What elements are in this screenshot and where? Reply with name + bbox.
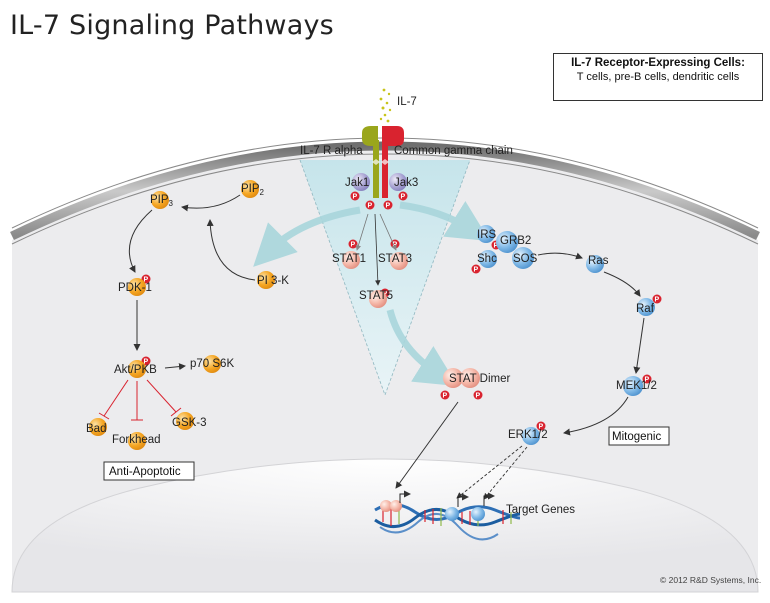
anti-apoptotic-box bbox=[103, 461, 195, 481]
pi3k-node bbox=[257, 271, 275, 289]
pip3-node bbox=[151, 191, 169, 209]
svg-text:P: P bbox=[386, 203, 391, 210]
inhibition-lines bbox=[98, 379, 182, 421]
anti-apoptotic-label: Anti-Apoptotic bbox=[109, 466, 181, 478]
akt-label: Akt/PKB bbox=[114, 364, 157, 376]
stat3-node bbox=[390, 252, 408, 270]
jak3-node bbox=[389, 173, 407, 191]
sos-node bbox=[512, 247, 534, 269]
stat1-node bbox=[342, 251, 360, 269]
svg-text:P: P bbox=[351, 242, 356, 249]
svg-text:P: P bbox=[494, 243, 499, 250]
svg-text:P: P bbox=[476, 393, 481, 400]
svg-text:P: P bbox=[655, 297, 660, 304]
forkhead-node bbox=[128, 432, 146, 450]
svg-text:P: P bbox=[474, 267, 479, 274]
pip2-node bbox=[241, 180, 259, 198]
svg-text:P: P bbox=[645, 377, 650, 384]
page-title: IL-7 Signaling Pathways bbox=[10, 10, 334, 41]
target-genes-label: Target Genes bbox=[506, 504, 575, 516]
jak1-node bbox=[352, 173, 370, 191]
il7-receptor bbox=[362, 126, 404, 198]
cell-types-heading: IL-7 Receptor-Expressing Cells: bbox=[571, 57, 745, 69]
gamma-chain-label: Common gamma chain bbox=[394, 145, 513, 157]
dna-bound-erk-a bbox=[445, 507, 459, 521]
irs-node bbox=[477, 225, 495, 243]
wide-arrow-left bbox=[253, 206, 361, 267]
stat-dimer-node-a bbox=[443, 368, 463, 388]
raf-node bbox=[637, 298, 655, 316]
jak1-label: Jak1 bbox=[345, 177, 369, 189]
irs-label: IRS bbox=[477, 229, 497, 241]
dna-bound-stat-b bbox=[390, 500, 402, 512]
shc-label: Shc bbox=[477, 253, 497, 265]
mitogenic-label: Mitogenic bbox=[612, 431, 661, 443]
pdk1-label: PDK-1 bbox=[118, 282, 152, 294]
cell-types-box: IL-7 Receptor-Expressing Cells: T cells,… bbox=[553, 53, 763, 101]
gsk3-label: GSK-3 bbox=[172, 417, 207, 429]
grb2-node bbox=[496, 231, 518, 253]
stat1-label: STAT1 bbox=[332, 253, 366, 265]
wide-arrow-right bbox=[399, 201, 490, 242]
erk-node bbox=[522, 427, 540, 445]
il7-label: IL-7 bbox=[397, 96, 417, 108]
transcription-arrows bbox=[399, 490, 495, 507]
wide-arrow-dimer bbox=[386, 309, 458, 387]
mitogenic-box bbox=[608, 426, 670, 446]
svg-text:P: P bbox=[353, 194, 358, 201]
svg-text:P: P bbox=[443, 393, 448, 400]
svg-text:P: P bbox=[401, 194, 406, 201]
copyright: © 2012 R&D Systems, Inc. bbox=[660, 575, 761, 585]
ras-label: Ras bbox=[588, 255, 609, 267]
pi3k-label: PI 3-K bbox=[257, 275, 289, 287]
pip2-label: PIP2 bbox=[241, 183, 265, 197]
pip3-label: PIP3 bbox=[150, 194, 174, 208]
stat5-label: STAT5 bbox=[359, 290, 393, 302]
svg-text:P: P bbox=[144, 277, 149, 284]
dna-bound-stat-a bbox=[380, 500, 392, 512]
sos-label: SOS bbox=[513, 253, 538, 265]
mek-label: MEK1/2 bbox=[616, 380, 657, 392]
signal-cone bbox=[299, 159, 471, 397]
stat-dimer-label: STAT Dimer bbox=[449, 373, 511, 385]
dna-bound-erk-b bbox=[471, 507, 485, 521]
p70s6k-node bbox=[203, 355, 221, 373]
forkhead-label: Forkhead bbox=[112, 434, 161, 446]
bad-label: Bad bbox=[86, 423, 106, 435]
cell-types-list: T cells, pre-B cells, dendritic cells bbox=[576, 71, 740, 83]
svg-text:P: P bbox=[368, 203, 373, 210]
stat3-label: STAT3 bbox=[378, 253, 412, 265]
shc-node bbox=[479, 250, 497, 268]
jak3-label: Jak3 bbox=[394, 177, 418, 189]
svg-text:P: P bbox=[539, 424, 544, 431]
pdk1-node bbox=[128, 278, 146, 296]
p70s6k-label: p70 S6K bbox=[190, 358, 234, 370]
ras-node bbox=[586, 255, 604, 273]
bad-node bbox=[89, 418, 107, 436]
stat-dimer-node-b bbox=[460, 368, 480, 388]
svg-text:P: P bbox=[144, 359, 149, 366]
il7r-alpha-label: IL-7 R alpha bbox=[300, 145, 363, 157]
erk-label: ERK1/2 bbox=[508, 429, 548, 441]
akt-node bbox=[128, 360, 146, 378]
gsk3-node bbox=[176, 412, 194, 430]
il7-ligand bbox=[379, 88, 392, 123]
raf-label: Raf bbox=[636, 303, 655, 315]
grb2-label: GRB2 bbox=[500, 235, 531, 247]
stat5-node bbox=[369, 290, 387, 308]
mek-node bbox=[623, 376, 643, 396]
